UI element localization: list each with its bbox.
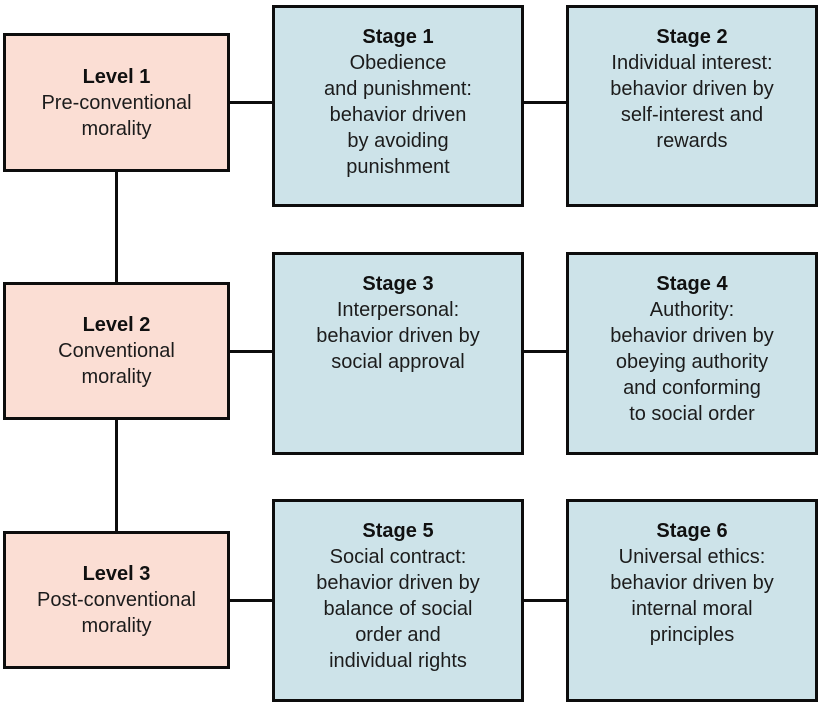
level-2-title: Level 2	[82, 314, 151, 336]
level-1-description: Pre-conventional morality	[41, 91, 192, 140]
stage-6-title: Stage 6	[656, 520, 728, 542]
stage-6-box: Stage 6 Universal ethics: behavior drive…	[566, 499, 818, 702]
stage-1-description: Obedience and punishment: behavior drive…	[324, 52, 472, 178]
connector-level2-level3	[115, 420, 118, 531]
stage-2-box: Stage 2 Individual interest: behavior dr…	[566, 5, 818, 207]
stage-5-title: Stage 5	[362, 520, 434, 542]
level-3-title: Level 3	[82, 563, 151, 585]
stage-4-title: Stage 4	[656, 273, 728, 295]
stage-5-description: Social contract: behavior driven by bala…	[316, 546, 480, 672]
level-1-title: Level 1	[82, 65, 151, 88]
stage-2-description: Individual interest: behavior driven by …	[610, 52, 774, 152]
stage-4-description: Authority: behavior driven by obeying au…	[610, 299, 774, 425]
level-3-box: Level 3 Post-conventional morality	[3, 531, 230, 669]
level-2-description: Conventional morality	[58, 340, 175, 388]
level-3-description: Post-conventional morality	[37, 589, 196, 637]
connector-stage3-stage4	[524, 350, 566, 353]
stage-5-box: Stage 5 Social contract: behavior driven…	[272, 499, 524, 702]
stage-6-description: Universal ethics: behavior driven by int…	[610, 546, 774, 646]
connector-stage5-stage6	[524, 599, 566, 602]
connector-level1-stage1	[230, 101, 272, 104]
level-1-box: Level 1 Pre-conventional morality	[3, 33, 230, 172]
stage-1-box: Stage 1 Obedience and punishment: behavi…	[272, 5, 524, 207]
stage-4-box: Stage 4 Authority: behavior driven by ob…	[566, 252, 818, 455]
connector-level3-stage5	[230, 599, 272, 602]
stage-3-box: Stage 3 Interpersonal: behavior driven b…	[272, 252, 524, 455]
connector-stage1-stage2	[524, 101, 566, 104]
stage-3-description: Interpersonal: behavior driven by social…	[316, 299, 480, 373]
connector-level2-stage3	[230, 350, 272, 353]
stage-2-title: Stage 2	[656, 26, 728, 48]
stage-1-title: Stage 1	[362, 26, 434, 48]
level-2-box: Level 2 Conventional morality	[3, 282, 230, 420]
stage-3-title: Stage 3	[362, 273, 434, 295]
connector-level1-level2	[115, 172, 118, 282]
